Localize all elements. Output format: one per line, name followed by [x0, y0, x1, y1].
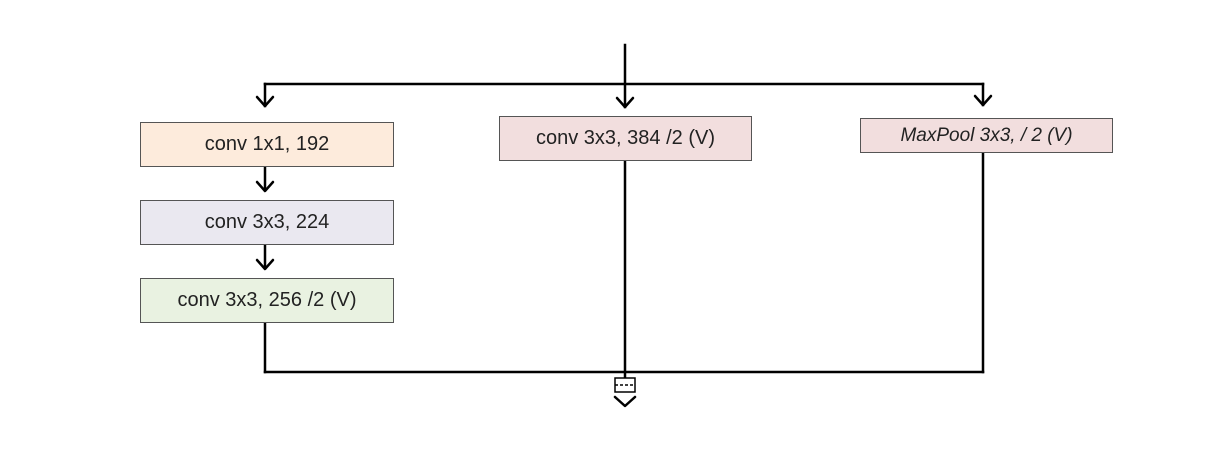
arrowhead-output [613, 395, 637, 408]
concat-output-symbol [614, 377, 636, 393]
conv-3x3-256-box: conv 3x3, 256 /2 (V) [140, 278, 394, 323]
arrowhead-middle-top [615, 96, 635, 109]
arrowhead-left-1 [255, 180, 275, 193]
conv-3x3-384-box: conv 3x3, 384 /2 (V) [499, 116, 752, 161]
conv-1x1-192-label: conv 1x1, 192 [204, 133, 330, 155]
conv-3x3-224-box: conv 3x3, 224 [140, 200, 394, 245]
arrowhead-left-2 [255, 258, 275, 271]
conv-3x3-224-label: conv 3x3, 224 [204, 211, 330, 233]
arrowhead-left-top [255, 95, 275, 108]
maxpool-3x3-label: MaxPool 3x3, / 2 (V) [900, 124, 1073, 146]
conv-1x1-192-box: conv 1x1, 192 [140, 122, 394, 167]
maxpool-3x3-box: MaxPool 3x3, / 2 (V) [860, 118, 1113, 153]
arrowhead-right-top [973, 94, 993, 107]
conv-3x3-384-label: conv 3x3, 384 /2 (V) [536, 127, 715, 149]
conv-3x3-256-label: conv 3x3, 256 /2 (V) [177, 289, 357, 311]
